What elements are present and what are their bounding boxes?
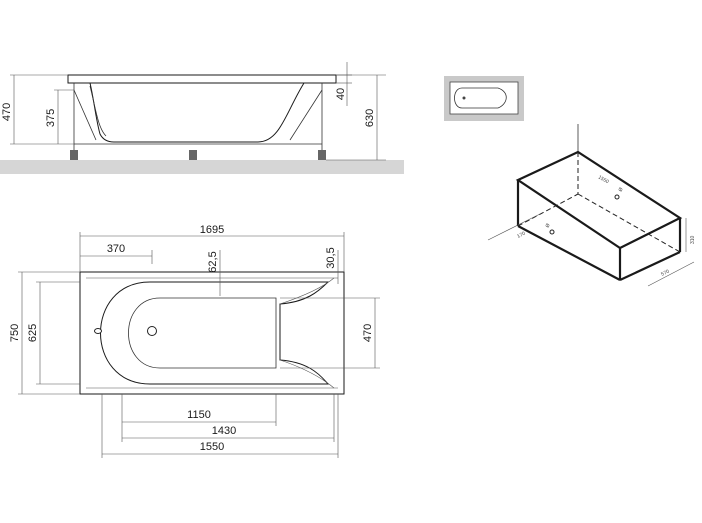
tub-basin	[128, 297, 277, 369]
box-dim-line-left	[487, 213, 541, 241]
dim-length: 1695	[200, 224, 224, 236]
thumbnail-basin	[454, 87, 507, 109]
installation-box-view: 1550 Ø Ø 170 310 570	[487, 124, 696, 287]
tub-rim	[67, 74, 337, 84]
box-dim-line-bottom-right	[647, 261, 695, 287]
box-drain-label-1: Ø	[618, 187, 625, 193]
dim-drain-offset: 370	[107, 243, 125, 255]
dim-right-inner: 470	[362, 324, 374, 342]
drain-icon	[147, 326, 157, 336]
top-view: 1695 370 62,5 30,5 750 625 470 1150	[9, 224, 380, 458]
box-bottom-right	[619, 251, 681, 281]
box-overflow-icon	[549, 229, 555, 235]
tub-armrest-bottom	[279, 359, 335, 389]
dim-inner-length-2: 1550	[200, 441, 224, 453]
thumbnail-tub	[449, 81, 519, 115]
brace-left	[73, 89, 97, 141]
thumbnail-drain-icon	[462, 96, 466, 100]
tub-body	[78, 82, 305, 143]
dim-corner-offset: 30,5	[325, 247, 337, 268]
thumbnail-preview	[444, 76, 524, 121]
box-drain-icon	[614, 194, 620, 200]
foot-middle	[189, 150, 197, 160]
dim-inner-top-offset: 62,5	[207, 251, 219, 272]
dim-total-height: 470	[1, 103, 13, 121]
dim-inner-length-1: 1430	[212, 425, 236, 437]
side-view: 470 375 40 630	[0, 62, 404, 174]
floor-line	[0, 160, 404, 174]
box-bottom-front	[517, 225, 621, 281]
brace-right	[289, 89, 323, 141]
overflow-icon	[94, 328, 102, 334]
tub-outline	[79, 271, 345, 395]
box-hidden-back	[577, 193, 681, 253]
dim-inner-width: 625	[27, 324, 39, 342]
tub-bowl	[100, 281, 330, 385]
box-top-face	[515, 150, 683, 250]
box-dim-right-height: 310	[690, 235, 696, 244]
box-drain-label-2: Ø	[545, 223, 552, 229]
tub-headrest	[89, 85, 107, 137]
box-dim-top: 1550	[597, 175, 610, 186]
dim-basin-depth: 375	[45, 109, 57, 127]
dim-height-with-legs: 630	[364, 109, 376, 127]
foot-left	[70, 150, 78, 160]
box-hidden-left	[517, 193, 579, 227]
box-dim-side-left: 170	[516, 231, 526, 240]
dim-rim: 40	[335, 88, 347, 100]
box-dim-bottom-right: 570	[660, 269, 670, 278]
dim-width: 750	[9, 324, 21, 342]
foot-right	[318, 150, 326, 160]
dim-flat-bottom: 1150	[187, 409, 211, 421]
tub-armrest-top	[279, 277, 335, 305]
